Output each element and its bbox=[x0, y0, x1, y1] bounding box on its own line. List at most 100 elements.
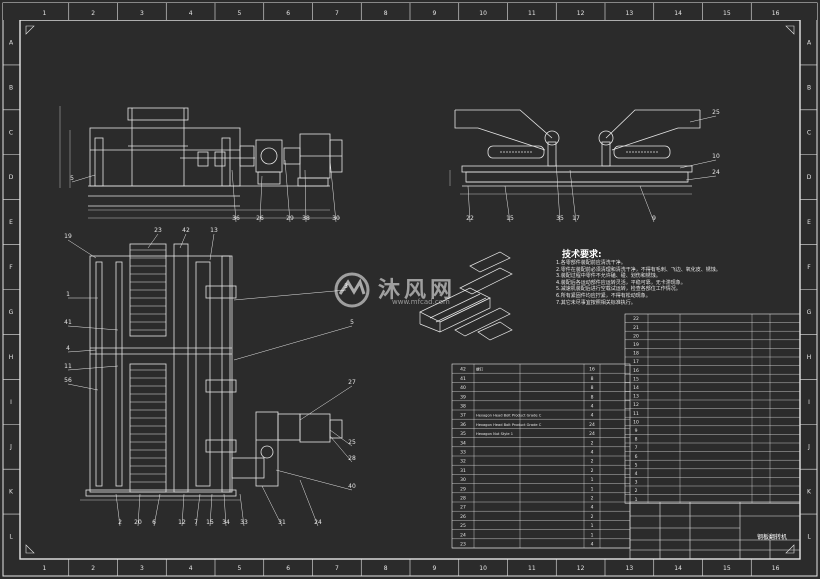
title-block bbox=[629, 501, 801, 560]
bom-item-number: 16 bbox=[633, 368, 639, 374]
bom-item-quantity: 4 bbox=[591, 413, 594, 419]
part-number-label: 42 bbox=[182, 227, 190, 234]
corner-mark bbox=[785, 544, 795, 554]
grid-row-label: G bbox=[9, 309, 14, 316]
side-elevation-view bbox=[449, 109, 701, 195]
plan-view bbox=[80, 243, 343, 501]
watermark-url: www.mfcad.com bbox=[392, 298, 450, 306]
grid-column-label: 4 bbox=[189, 565, 193, 572]
grid-row-label: K bbox=[807, 489, 812, 496]
bom-item-number: 1 bbox=[635, 497, 638, 503]
part-number-label: 25 bbox=[348, 439, 356, 446]
bom-item-number: 32 bbox=[460, 459, 466, 465]
bom-item-quantity: 8 bbox=[591, 385, 594, 391]
grid-column-label: 15 bbox=[723, 565, 731, 572]
grid-column-label: 8 bbox=[384, 10, 388, 17]
bom-item-quantity: 2 bbox=[591, 514, 594, 520]
part-number-label: 4 bbox=[66, 345, 70, 352]
part-number-label: 10 bbox=[712, 153, 720, 160]
technical-requirements-list: 1.各零部件装配前应清洗干净。2.零件在装配前必须清理和清洗干净，不得有毛刺、飞… bbox=[556, 260, 806, 306]
part-number-label: 6 bbox=[152, 519, 156, 526]
grid-column-label: 6 bbox=[286, 565, 290, 572]
bom-item-number: 30 bbox=[460, 477, 466, 483]
bom-item-number: 10 bbox=[633, 419, 639, 425]
part-number-label: 35 bbox=[556, 215, 564, 222]
technical-requirement-item: 4.装配后各运动部件应运转灵活，平稳可靠，无卡滞现象。 bbox=[556, 279, 686, 286]
part-number-label: 11 bbox=[64, 363, 72, 370]
bom-item-quantity: 1 bbox=[591, 477, 594, 483]
grid-row-label: C bbox=[807, 129, 811, 136]
bom-item-number: 29 bbox=[460, 486, 466, 492]
part-number-label: 25 bbox=[712, 109, 720, 116]
grid-row-label: G bbox=[807, 309, 812, 316]
bom-item-quantity: 24 bbox=[589, 431, 595, 437]
part-number-label: 24 bbox=[712, 169, 720, 176]
watermark-brand: 沐风网 bbox=[378, 278, 457, 303]
part-number-label: 5 bbox=[70, 175, 74, 182]
bom-item-number: 3 bbox=[635, 480, 638, 486]
grid-column-label: 12 bbox=[577, 10, 585, 17]
bom-item-quantity: 2 bbox=[591, 468, 594, 474]
bom-item-number: 27 bbox=[460, 505, 466, 511]
grid-column-label: 9 bbox=[432, 565, 436, 572]
bom-item-quantity: 1 bbox=[591, 532, 594, 538]
isometric-view bbox=[419, 251, 513, 341]
grid-row-label: A bbox=[9, 39, 14, 46]
bom-item-number: 4 bbox=[635, 471, 638, 477]
bom-item-number: 35 bbox=[460, 431, 466, 437]
grid-column-label: 10 bbox=[479, 10, 487, 17]
grid-row-label: A bbox=[807, 39, 812, 46]
part-number-label: 27 bbox=[348, 379, 356, 386]
part-number-label: 40 bbox=[348, 483, 356, 490]
part-number-label: 56 bbox=[64, 377, 72, 384]
part-number-label: 13 bbox=[210, 227, 218, 234]
bom-item-quantity: 4 bbox=[591, 404, 594, 410]
grid-column-label: 7 bbox=[335, 10, 339, 17]
front-elevation-view bbox=[59, 106, 343, 219]
part-number-label: 26 bbox=[256, 215, 264, 222]
part-number-label: 24 bbox=[314, 519, 322, 526]
bom-item-number: 34 bbox=[460, 440, 466, 446]
bom-item-number: 41 bbox=[460, 376, 466, 382]
grid-row-label: C bbox=[9, 129, 13, 136]
grid-column-label: 2 bbox=[91, 565, 95, 572]
part-number-label: 31 bbox=[278, 519, 286, 526]
bom-item-number: 26 bbox=[460, 514, 466, 520]
grid-column-label: 10 bbox=[479, 565, 487, 572]
bom-item-number: 33 bbox=[460, 450, 466, 456]
grid-column-label: 1 bbox=[42, 565, 46, 572]
part-number-label: 7 bbox=[194, 519, 198, 526]
bom-item-number: 36 bbox=[460, 422, 466, 428]
part-number-label: 20 bbox=[134, 519, 142, 526]
bom-item-number: 13 bbox=[633, 394, 639, 400]
bom-item-quantity: 24 bbox=[589, 422, 595, 428]
part-number-label: 17 bbox=[572, 215, 580, 222]
grid-column-label: 16 bbox=[772, 10, 780, 17]
part-number-label: 28 bbox=[348, 455, 356, 462]
grid-column-label: 3 bbox=[140, 565, 144, 572]
bom-item-number: 38 bbox=[460, 404, 466, 410]
bom-item-number: 15 bbox=[633, 376, 639, 382]
bom-item-number: 19 bbox=[633, 342, 639, 348]
grid-column-label: 14 bbox=[674, 10, 682, 17]
grid-row-label: H bbox=[807, 354, 812, 361]
grid-column-label: 4 bbox=[189, 10, 193, 17]
bom-item-quantity: 4 bbox=[591, 450, 594, 456]
bom-item-number: 6 bbox=[635, 454, 638, 460]
bom-item-number: 9 bbox=[635, 428, 638, 434]
part-number-label: 9 bbox=[652, 215, 656, 222]
bom-item-quantity: 16 bbox=[589, 367, 595, 373]
bom-item-number: 7 bbox=[635, 445, 638, 451]
grid-column-label: 2 bbox=[91, 10, 95, 17]
technical-requirement-item: 3.装配过程中零件不允许磕、碰、划伤和锈蚀。 bbox=[556, 273, 661, 280]
bom-item-quantity: 2 bbox=[591, 459, 594, 465]
part-number-label: 33 bbox=[240, 519, 248, 526]
grid-row-label: B bbox=[9, 84, 13, 91]
bom-item-quantity: 8 bbox=[591, 376, 594, 382]
roller-rungs bbox=[130, 249, 166, 483]
part-number-label: 22 bbox=[466, 215, 474, 222]
